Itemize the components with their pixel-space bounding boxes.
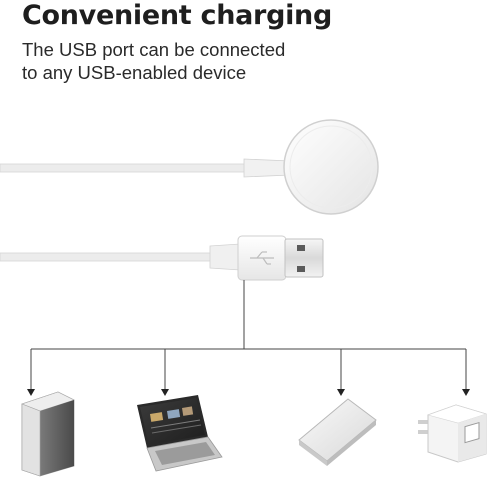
charging-puck-cable xyxy=(0,158,291,178)
subtitle-line-2: to any USB-enabled device xyxy=(22,62,247,83)
usb-plug-icon xyxy=(237,235,324,281)
connector-lines xyxy=(30,280,467,391)
subtitle: The USB port can be connected to any USB… xyxy=(22,38,322,84)
arrow-laptop xyxy=(161,389,169,396)
subtitle-line-1: The USB port can be connected xyxy=(22,39,286,60)
desktop-tower-icon xyxy=(21,391,75,477)
arrow-wall-adapter xyxy=(462,389,470,396)
charging-puck-icon xyxy=(283,119,379,215)
connector-arrows xyxy=(27,389,470,396)
power-bank-icon xyxy=(298,398,377,466)
page-title: Convenient charging xyxy=(22,0,333,31)
usb-wall-adapter-icon xyxy=(418,404,488,463)
arrow-desktop xyxy=(27,389,35,396)
arrow-power-bank xyxy=(337,389,345,396)
laptop-icon xyxy=(137,395,223,472)
usb-cable xyxy=(0,243,241,271)
